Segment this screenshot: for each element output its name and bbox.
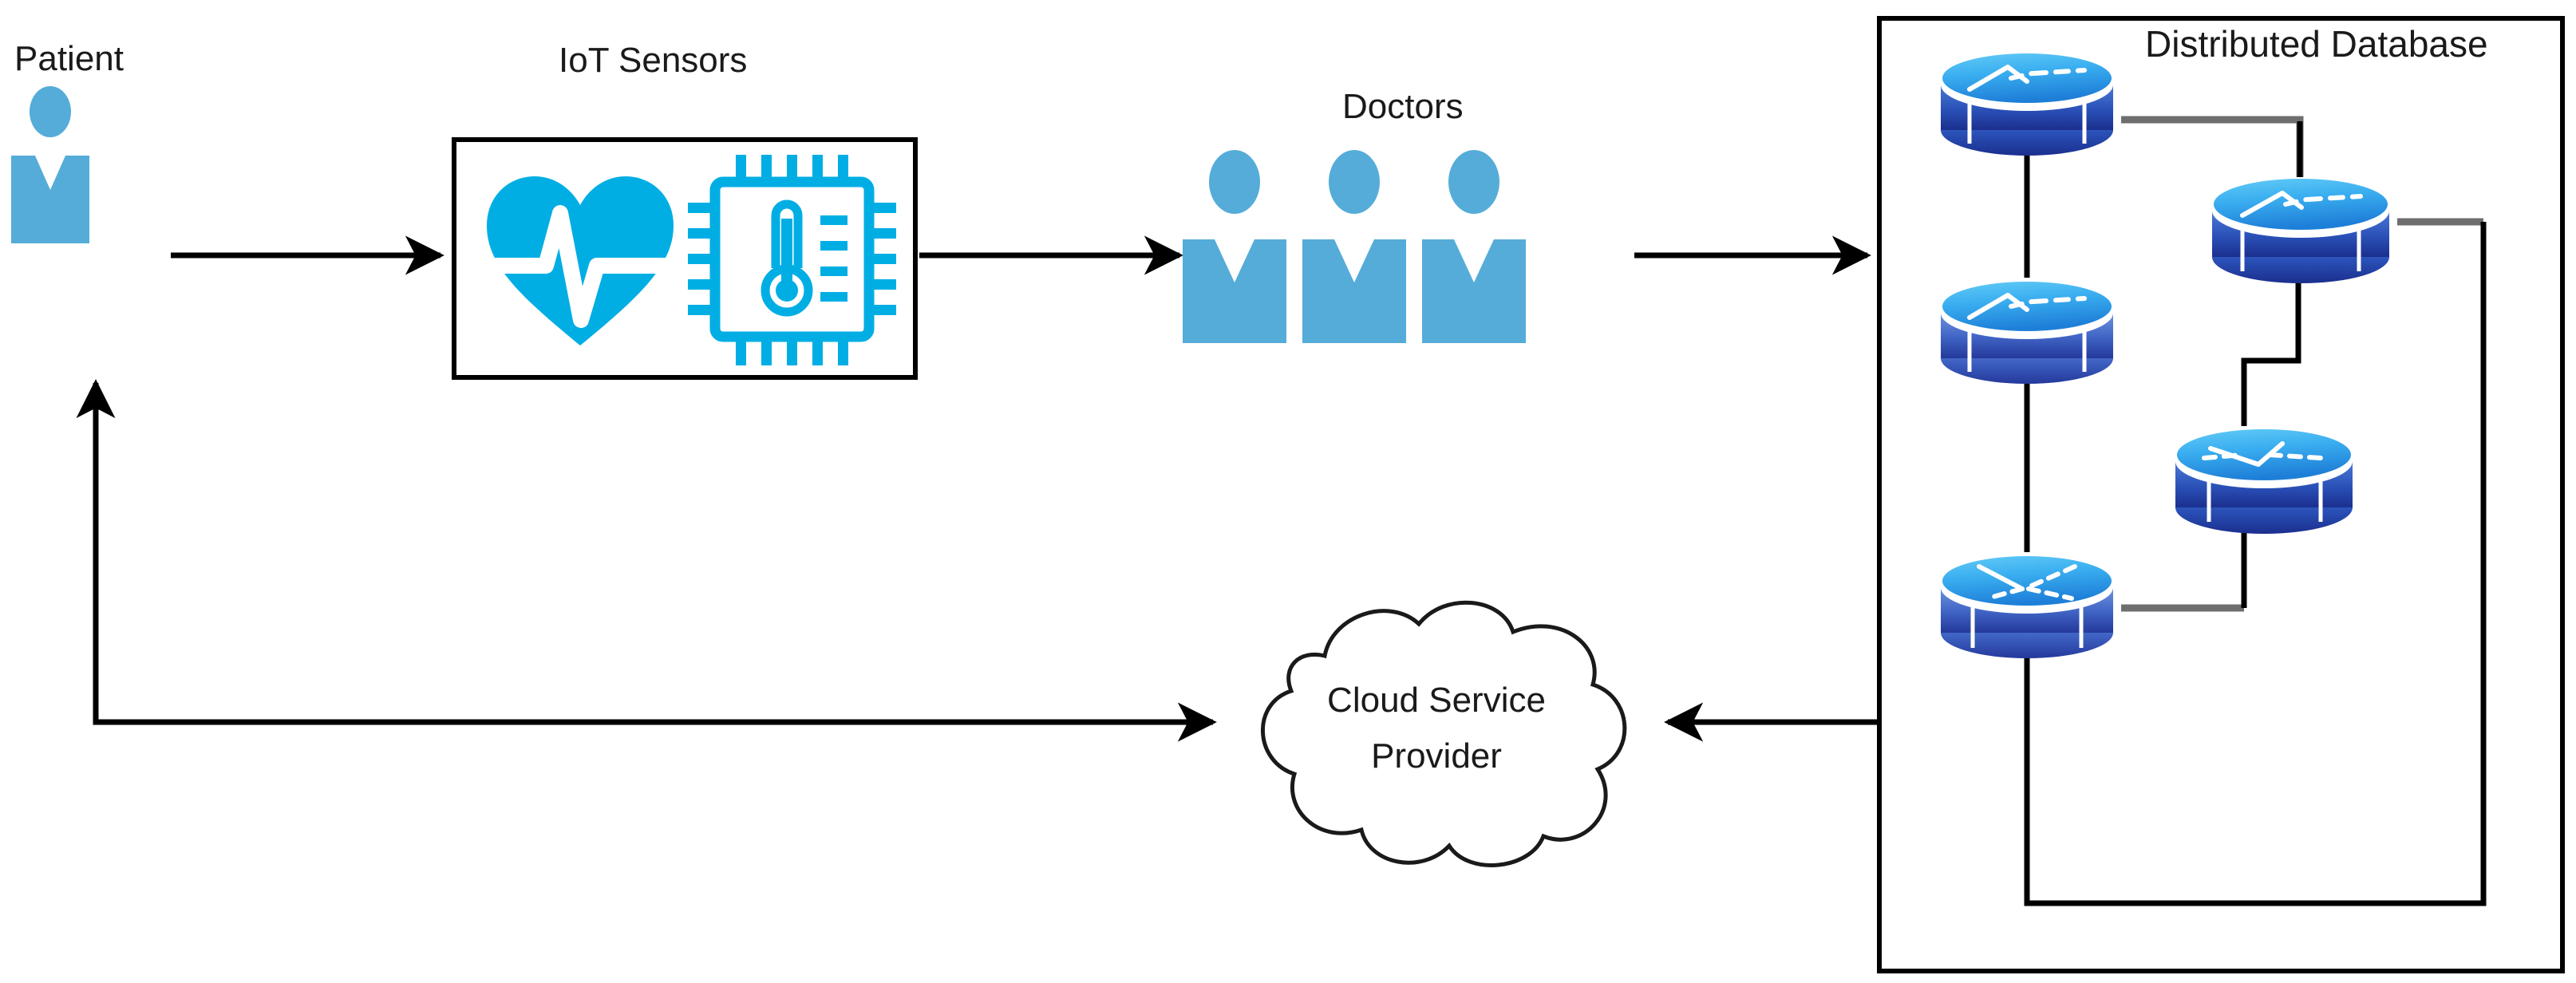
edge-db2-to-db4 (2241, 271, 2301, 426)
doctors-group-icon (1183, 150, 1526, 343)
edge-db2-to-db5-right (2024, 218, 2487, 906)
node-cloud-service-provider[interactable]: Cloud Service Provider (1205, 582, 1668, 878)
heartbeat-icon (487, 176, 674, 345)
database-cylinder-icon[interactable] (1934, 274, 2120, 388)
edge-db4-to-db5 (2121, 522, 2247, 612)
cloud-label-line2: Provider (1371, 736, 1502, 776)
database-cylinder-icon[interactable] (1934, 46, 2120, 160)
database-cylinder-icon[interactable] (1934, 549, 2120, 662)
node-patient[interactable]: Patient (0, 0, 184, 399)
doctor-figure (1302, 150, 1406, 343)
node-iot-sensors[interactable]: IoT Sensors (447, 32, 926, 391)
doctor-figure (1183, 150, 1286, 343)
iot-sensors-label: IoT Sensors (559, 41, 748, 80)
node-distributed-database[interactable]: Distributed Database (1877, 16, 2565, 973)
doctors-label: Doctors (1342, 87, 1464, 126)
database-cylinder-icon[interactable] (2206, 171, 2396, 287)
patient-label: Patient (14, 39, 124, 78)
microchip-thermometer-icon (688, 155, 896, 365)
node-doctors[interactable]: Doctors (1173, 48, 1652, 383)
cloud-icon (1261, 600, 1627, 867)
doctor-figure (1422, 150, 1526, 343)
edge-db1-to-db2 (2121, 116, 2304, 177)
edge-cloud-to-patient (76, 379, 1213, 725)
distributed-database-label: Distributed Database (2145, 23, 2488, 65)
database-cylinder-icon[interactable] (2169, 421, 2359, 538)
distributed-database-box (1877, 16, 2565, 973)
cloud-label-line1: Cloud Service (1327, 681, 1546, 720)
person-icon (11, 86, 89, 243)
